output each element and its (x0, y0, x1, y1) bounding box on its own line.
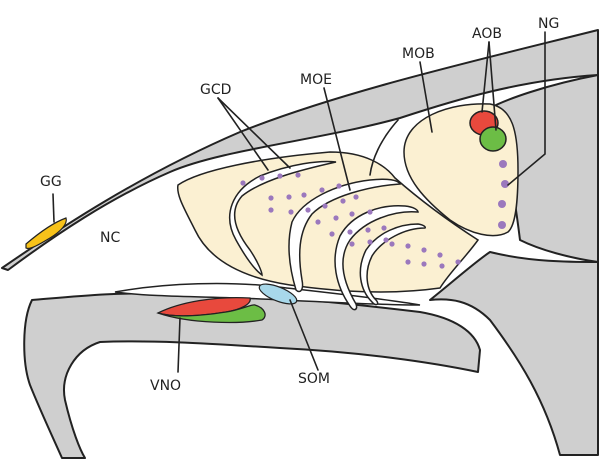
leader-lines (52, 31, 546, 373)
neuron-dot (421, 261, 427, 267)
neuron-dot (353, 194, 359, 200)
neuron-dot (347, 229, 353, 235)
neuron-dot (340, 198, 346, 204)
neuron-dot (315, 219, 321, 225)
septal-organ (258, 283, 298, 305)
label-som: SOM (298, 371, 330, 387)
neuron-dot (498, 221, 506, 229)
neuron-dot (259, 175, 265, 181)
neuron-dot (288, 209, 294, 215)
neuron-dot (240, 180, 246, 186)
neuron-dot (389, 241, 395, 247)
turbinate-1 (228, 160, 337, 277)
neuron-dot (437, 252, 443, 258)
grueneberg-ganglion (25, 217, 67, 249)
neuron-dot (349, 211, 355, 217)
neuron-dot (329, 231, 335, 237)
neuron-dot (295, 172, 301, 178)
neuron-dot (499, 160, 507, 168)
neuron-dot (268, 195, 274, 201)
neuron-dot (439, 263, 445, 269)
neuron-dot (498, 200, 506, 208)
neuron-dot (336, 183, 342, 189)
upper-nasal-bone (1, 29, 599, 271)
neuron-dot (349, 241, 355, 247)
neuron-dot (333, 215, 339, 221)
label-gg: GG (40, 174, 62, 190)
neuron-dot (286, 194, 292, 200)
label-mob: MOB (402, 46, 435, 62)
neuron-dot (405, 243, 411, 249)
cribriform-line (369, 119, 399, 176)
neuron-dot (301, 192, 307, 198)
label-ng: NG (538, 16, 559, 32)
neuron-dot (421, 247, 427, 253)
label-gcd: GCD (200, 82, 231, 98)
neuron-dot (322, 203, 328, 209)
turbinate-3 (334, 205, 419, 311)
neuron-dot (319, 187, 325, 193)
neuron-dot (405, 259, 411, 265)
neuron-dot (367, 239, 373, 245)
label-nc: NC (100, 230, 120, 246)
neuron-dot (305, 207, 311, 213)
label-moe: MOE (300, 72, 332, 88)
vno-green (157, 304, 266, 324)
neuron-dot (455, 259, 461, 265)
neuron-dot (381, 225, 387, 231)
turbinate-4 (359, 223, 426, 306)
neuron-dot (268, 207, 274, 213)
neuron-dot (383, 237, 389, 243)
aob-green-glomeruli (479, 126, 507, 152)
turbinate-2 (288, 178, 402, 293)
neuron-dot (501, 180, 509, 188)
label-aob: AOB (472, 26, 502, 42)
neuron-dots (240, 160, 509, 269)
label-vno: VNO (150, 378, 181, 394)
neuron-dot (365, 227, 371, 233)
neuron-dot (367, 209, 373, 215)
neuron-dot (277, 173, 283, 179)
posterior-bone (429, 251, 599, 456)
